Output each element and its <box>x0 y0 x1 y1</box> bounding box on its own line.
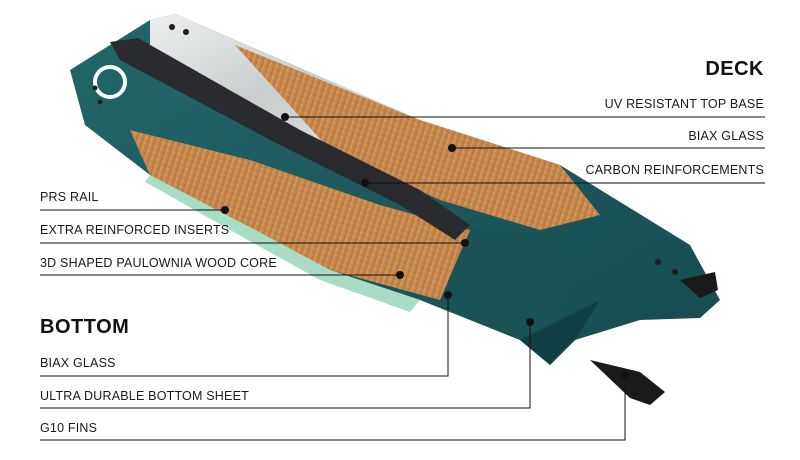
callout-prs-rail: PRS RAIL <box>40 190 99 204</box>
carbon-reinforcement <box>110 38 470 240</box>
callout-uv-top-base: UV RESISTANT TOP BASE <box>604 97 764 111</box>
callout-biax-glass-deck: BIAX GLASS <box>688 129 764 143</box>
insert-dots <box>92 24 678 275</box>
callout-bottom-sheet: ULTRA DURABLE BOTTOM SHEET <box>40 389 249 403</box>
callout-g10-fins: G10 FINS <box>40 421 98 435</box>
wood-core-upper <box>235 45 600 230</box>
g10-fin-rear <box>680 272 718 298</box>
callout-wood-core: 3D SHAPED PAULOWNIA WOOD CORE <box>40 256 277 270</box>
wood-core-lower <box>130 130 470 300</box>
callout-extra-reinforced-inserts: EXTRA REINFORCED INSERTS <box>40 223 230 237</box>
callout-lines <box>40 116 765 441</box>
bottom-heading: BOTTOM <box>40 316 130 338</box>
prs-rail <box>145 175 420 312</box>
logo-mark <box>93 65 127 99</box>
bottom-stripe <box>440 230 580 340</box>
g10-fin-detached <box>590 360 665 405</box>
callout-carbon-reinforcements: CARBON REINFORCEMENTS <box>585 163 764 177</box>
deck-heading: DECK <box>705 58 764 80</box>
callout-dots <box>221 113 629 379</box>
bottom-stripe-dark <box>520 300 600 365</box>
callout-biax-glass-bottom: BIAX GLASS <box>40 356 116 370</box>
